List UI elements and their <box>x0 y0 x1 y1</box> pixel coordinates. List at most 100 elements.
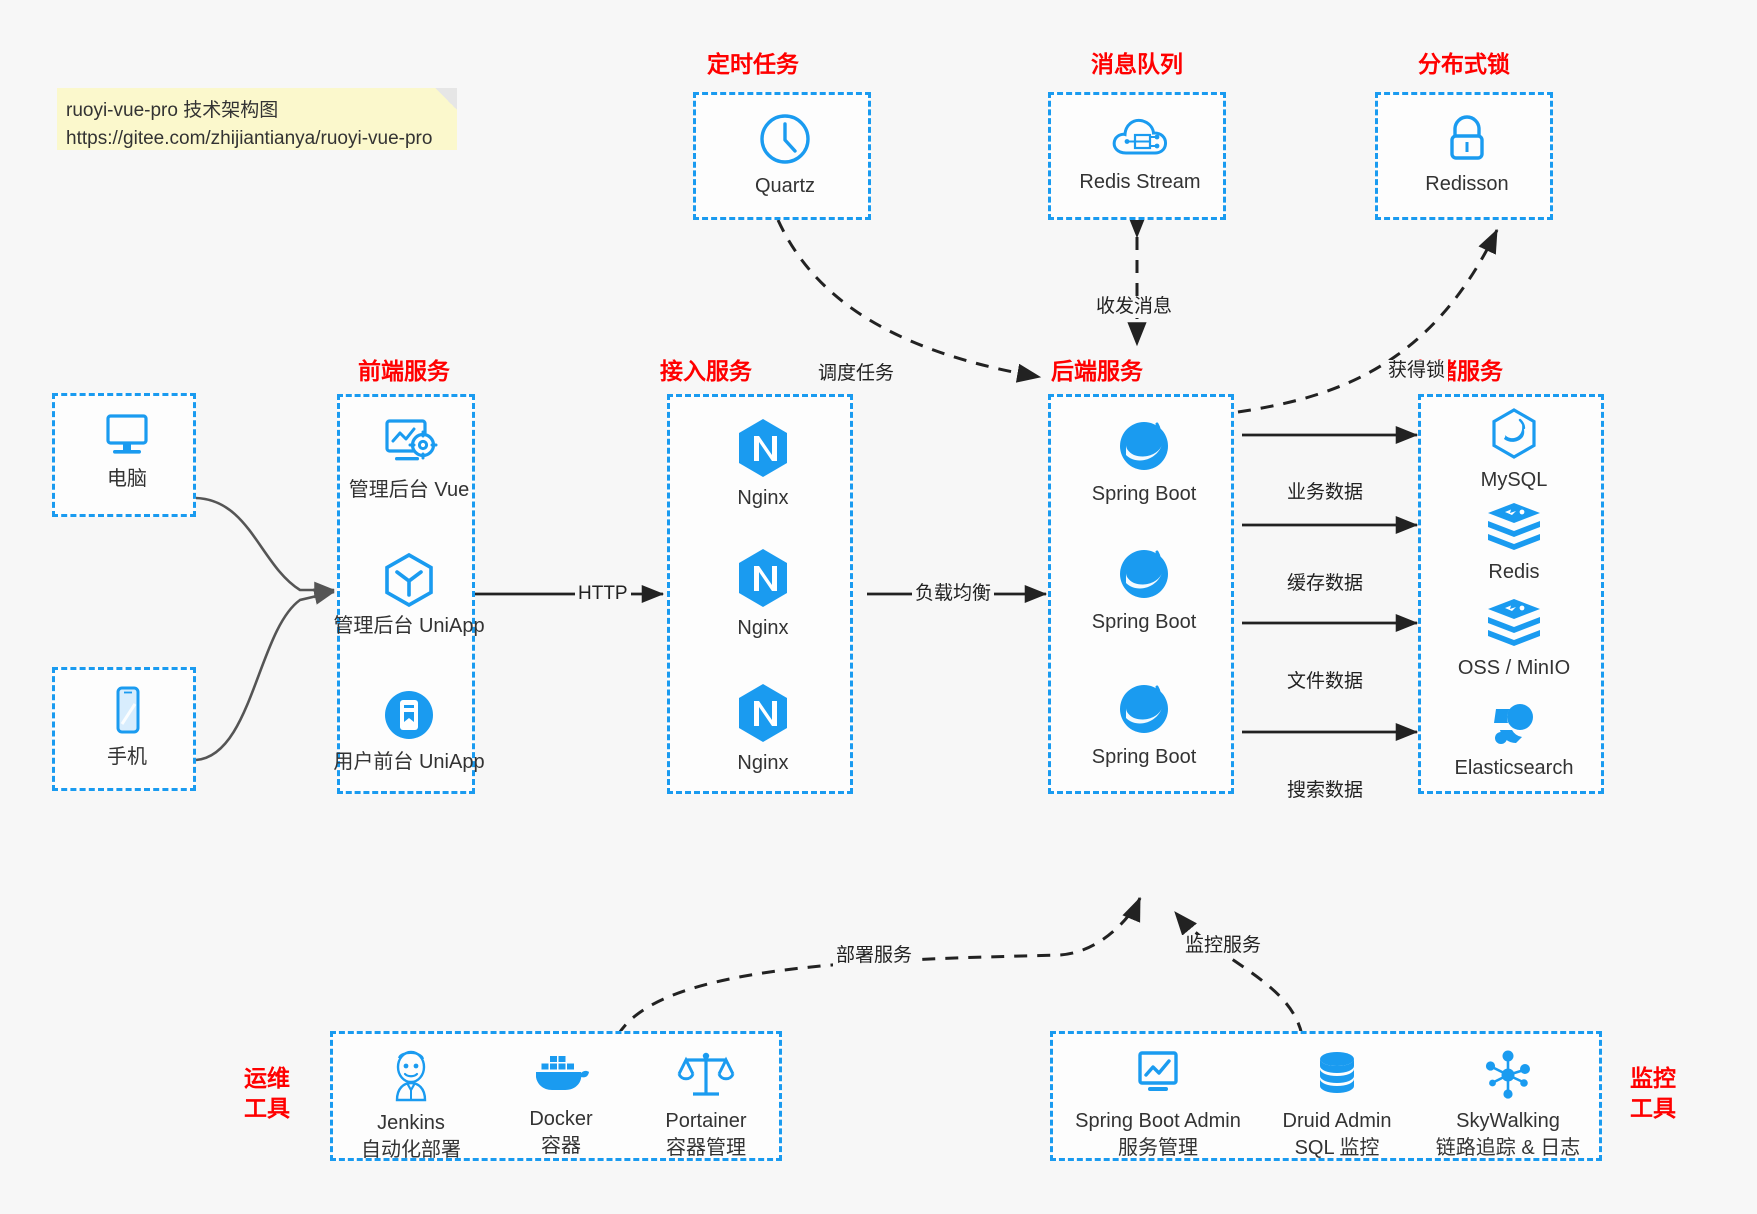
node-sublabel: 链路追踪 & 日志 <box>1435 1137 1581 1159</box>
node-druid-admin[interactable]: Druid Admin SQL 监控 <box>1257 1048 1417 1162</box>
node-nginx-3[interactable]: Nginx <box>670 682 856 777</box>
edge-mobile-to-frontend <box>195 588 336 762</box>
edge-desktop-to-frontend <box>195 496 336 599</box>
edge-label-http: HTTP <box>575 583 631 605</box>
node-sublabel: 容器 <box>541 1135 581 1157</box>
node-label: Jenkins <box>377 1112 445 1134</box>
node-spring-boot-3[interactable]: Spring Boot <box>1051 678 1237 771</box>
group-box-storage: MySQL Redis <box>1418 394 1604 794</box>
node-label: Druid Admin <box>1282 1110 1392 1132</box>
node-sublabel: 服务管理 <box>1118 1137 1198 1159</box>
node-label: OSS / MinIO <box>1457 657 1571 679</box>
redis-stack-icon <box>1485 501 1543 553</box>
jenkins-butler-icon <box>385 1048 437 1104</box>
group-title-lock: 分布式锁 <box>1418 51 1510 77</box>
note-line-url: https://gitee.com/zhijiantianya/ruoyi-vu… <box>66 128 433 149</box>
node-redis[interactable]: Redis <box>1421 501 1607 586</box>
node-redis-stream[interactable]: Redis Stream <box>1051 111 1229 196</box>
edge-label-schedule-task: 调度任务 <box>815 363 898 385</box>
skywalking-node-icon <box>1480 1048 1536 1102</box>
hexagon-cube-icon <box>381 551 437 607</box>
note-fold-corner <box>435 88 457 110</box>
node-label: Nginx <box>737 617 789 639</box>
spring-leaf-icon <box>1114 678 1174 738</box>
node-label: SkyWalking <box>1456 1110 1560 1132</box>
group-title-backend: 后端服务 <box>1051 358 1143 384</box>
dashboard-gear-icon <box>379 415 439 471</box>
edge-label-file-data: 文件数据 <box>1284 671 1367 693</box>
spring-leaf-icon <box>1114 415 1174 475</box>
group-box-backend: Spring Boot Spring Boot Spring Boot <box>1048 394 1234 794</box>
node-label: Portainer <box>665 1110 747 1132</box>
edge-quartz-to-backend <box>776 219 1042 383</box>
node-label: Spring Boot Admin <box>1075 1110 1241 1132</box>
node-label: Redis <box>1488 561 1540 583</box>
node-sublabel: SQL 监控 <box>1294 1137 1380 1159</box>
group-box-frontend: 管理后台 Vue 管理后台 UniApp 用户前台 UniApp <box>333 394 485 794</box>
node-nginx-2[interactable]: Nginx <box>670 547 856 642</box>
node-redisson[interactable]: Redisson <box>1378 111 1556 198</box>
node-label: Docker <box>529 1108 593 1130</box>
redis-stack-icon <box>1485 597 1543 649</box>
node-mysql[interactable]: MySQL <box>1421 407 1607 494</box>
node-quartz[interactable]: Quartz <box>696 111 874 200</box>
node-elasticsearch[interactable]: Elasticsearch <box>1421 697 1607 782</box>
app-circle-icon <box>381 687 437 743</box>
diagram-note: ruoyi-vue-pro 技术架构图 https://gitee.com/zh… <box>57 88 457 150</box>
scales-balance-icon <box>676 1048 736 1102</box>
node-label: 管理后台 UniApp <box>333 615 485 637</box>
group-box-desktop-client: 电脑 <box>52 393 196 517</box>
node-label: Nginx <box>737 487 789 509</box>
node-label: MySQL <box>1480 469 1548 491</box>
group-title-gateway: 接入服务 <box>660 358 752 384</box>
node-nginx-1[interactable]: Nginx <box>670 417 856 512</box>
edge-label-business-data: 业务数据 <box>1284 482 1367 504</box>
group-box-mobile-client: 手机 <box>52 667 196 791</box>
node-label: Redis Stream <box>1079 171 1201 193</box>
group-box-gateway: Nginx Nginx Nginx <box>667 394 853 794</box>
mobile-phone-icon <box>105 684 149 738</box>
node-label: 管理后台 Vue <box>348 479 470 501</box>
elasticsearch-icon <box>1486 697 1542 749</box>
node-jenkins[interactable]: Jenkins 自动化部署 <box>341 1048 481 1164</box>
node-admin-vue[interactable]: 管理后台 Vue <box>322 415 496 504</box>
node-docker[interactable]: Docker 容器 <box>491 1048 631 1160</box>
node-user-uniapp[interactable]: 用户前台 UniApp <box>322 687 496 776</box>
group-box-scheduler: Quartz <box>693 92 871 220</box>
group-title-devops-line2: 工具 <box>244 1095 290 1121</box>
node-spring-boot-admin[interactable]: Spring Boot Admin 服务管理 <box>1063 1048 1253 1162</box>
node-skywalking[interactable]: SkyWalking 链路追踪 & 日志 <box>1413 1048 1603 1162</box>
docker-whale-icon <box>531 1048 591 1100</box>
edge-label-cache-data: 缓存数据 <box>1284 573 1367 595</box>
node-spring-boot-2[interactable]: Spring Boot <box>1051 543 1237 636</box>
padlock-icon <box>1440 111 1494 165</box>
database-cylinder-icon <box>1310 1048 1364 1102</box>
node-label: Spring Boot <box>1091 746 1197 768</box>
edge-label-acquire-lock: 获得锁 <box>1385 360 1449 382</box>
node-label: 手机 <box>107 746 147 768</box>
node-label: Nginx <box>737 752 789 774</box>
group-title-mq: 消息队列 <box>1091 51 1183 77</box>
spring-leaf-icon <box>1114 543 1174 603</box>
node-label: Spring Boot <box>1091 611 1197 633</box>
mysql-dolphin-icon <box>1487 407 1541 461</box>
node-spring-boot-1[interactable]: Spring Boot <box>1051 415 1237 508</box>
node-admin-uniapp[interactable]: 管理后台 UniApp <box>322 551 496 640</box>
group-box-monitor: Spring Boot Admin 服务管理 Druid Admin SQL 监… <box>1050 1031 1602 1161</box>
monitor-chart-icon <box>1129 1048 1187 1102</box>
group-title-scheduler: 定时任务 <box>707 51 799 77</box>
node-label: 用户前台 UniApp <box>333 751 485 773</box>
node-oss-minio[interactable]: OSS / MinIO <box>1421 597 1607 682</box>
node-label: 电脑 <box>107 468 147 490</box>
edge-label-load-balance: 负载均衡 <box>912 583 995 605</box>
group-title-monitor-line2: 工具 <box>1630 1095 1676 1121</box>
group-title-devops: 运维 工具 <box>232 1063 302 1123</box>
nginx-hexagon-icon <box>734 682 792 744</box>
node-mobile[interactable]: 手机 <box>55 684 199 771</box>
node-desktop[interactable]: 电脑 <box>55 410 199 493</box>
group-title-devops-line1: 运维 <box>244 1065 290 1091</box>
edge-monitor-to-backend <box>1173 911 1304 1036</box>
node-portainer[interactable]: Portainer 容器管理 <box>633 1048 779 1162</box>
node-sublabel: 自动化部署 <box>361 1139 461 1161</box>
